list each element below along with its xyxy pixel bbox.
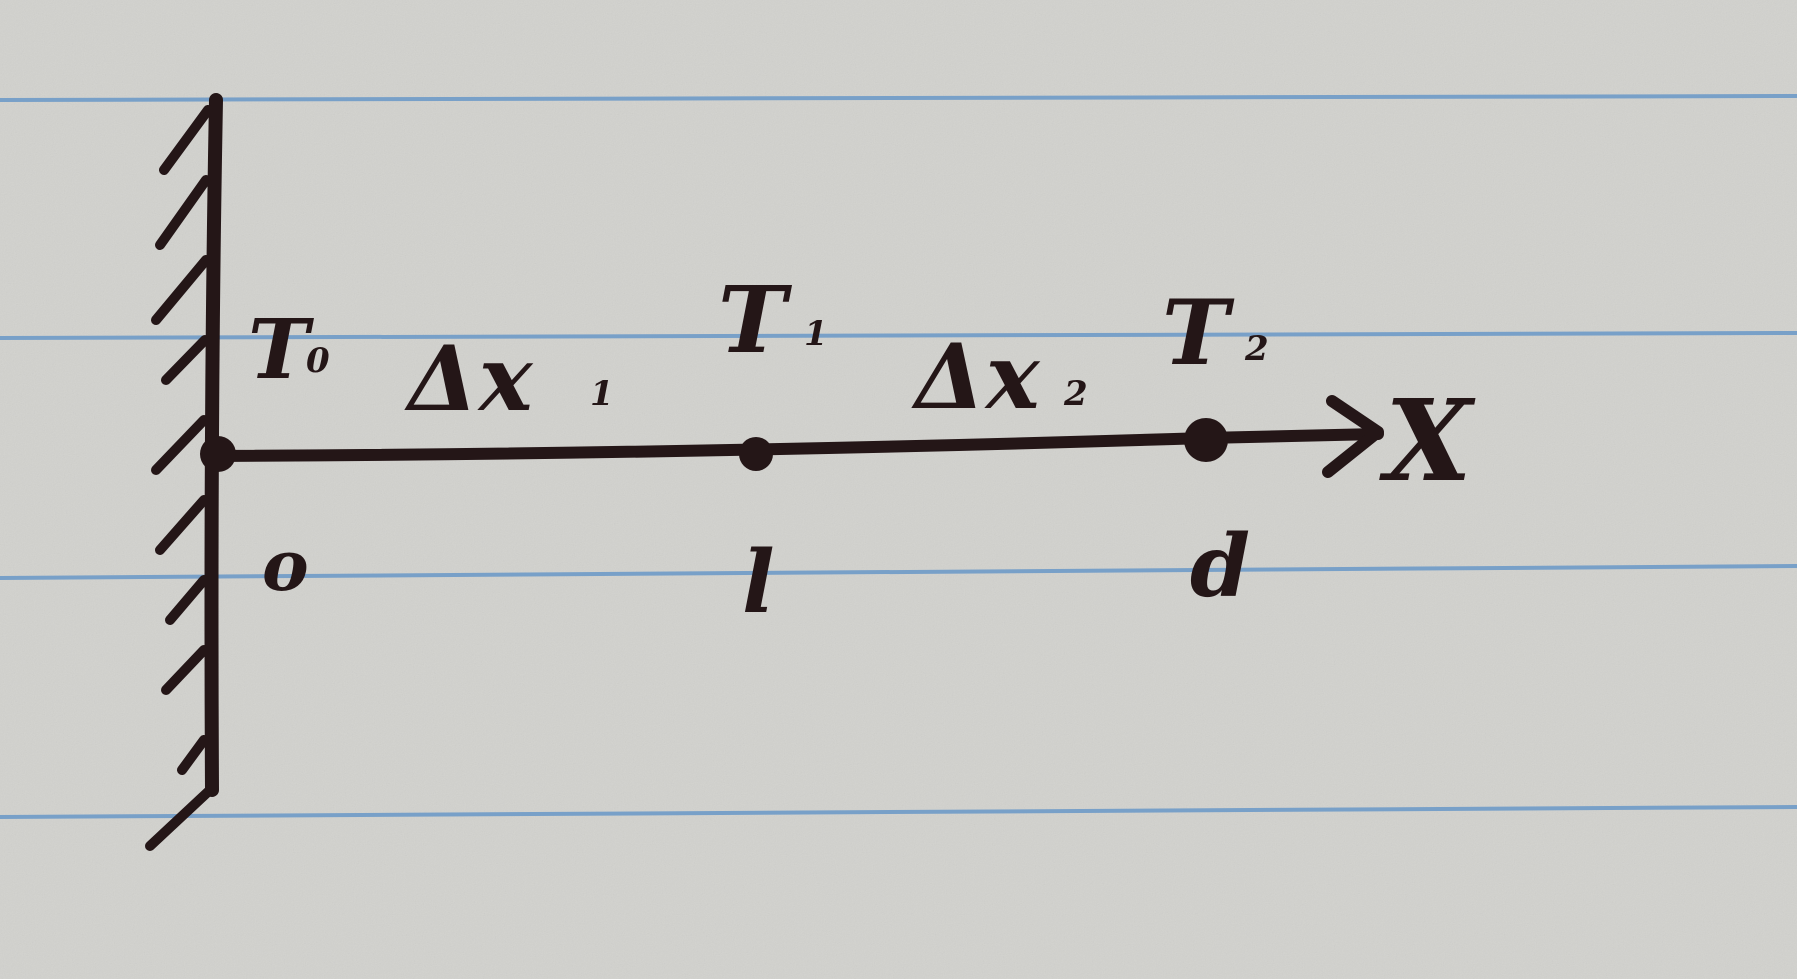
axis-label: X bbox=[1379, 376, 1476, 507]
wall-hatching bbox=[145, 105, 215, 851]
ruled-line-3 bbox=[0, 564, 1797, 580]
ruled-line-4 bbox=[0, 805, 1797, 819]
middle-position-label: l bbox=[742, 532, 776, 633]
wall bbox=[145, 93, 223, 851]
ruled-line-2 bbox=[0, 331, 1797, 340]
wall-line bbox=[204, 93, 223, 797]
segment-1-subscript: 1 bbox=[590, 374, 615, 414]
node-0 bbox=[200, 436, 236, 472]
segment-2-subscript: 2 bbox=[1063, 374, 1089, 414]
node-1 bbox=[739, 437, 773, 471]
middle-node-subscript: 1 bbox=[804, 314, 829, 354]
start-node-label: T bbox=[248, 302, 314, 398]
axis-arrowhead bbox=[1322, 395, 1384, 478]
end-position-label: d bbox=[1190, 516, 1251, 617]
ruled-line-1 bbox=[0, 94, 1797, 102]
axis-line bbox=[208, 428, 1384, 462]
middle-node-label: T bbox=[718, 266, 793, 374]
end-node-subscript: 2 bbox=[1244, 329, 1270, 369]
start-node-subscript: 0 bbox=[306, 341, 331, 381]
end-node-label: T bbox=[1162, 280, 1235, 386]
segment-1-label: Δx bbox=[404, 326, 534, 432]
start-position-label: o bbox=[262, 524, 310, 607]
node-2 bbox=[1184, 418, 1228, 462]
segment-2-label: Δx bbox=[911, 324, 1041, 430]
